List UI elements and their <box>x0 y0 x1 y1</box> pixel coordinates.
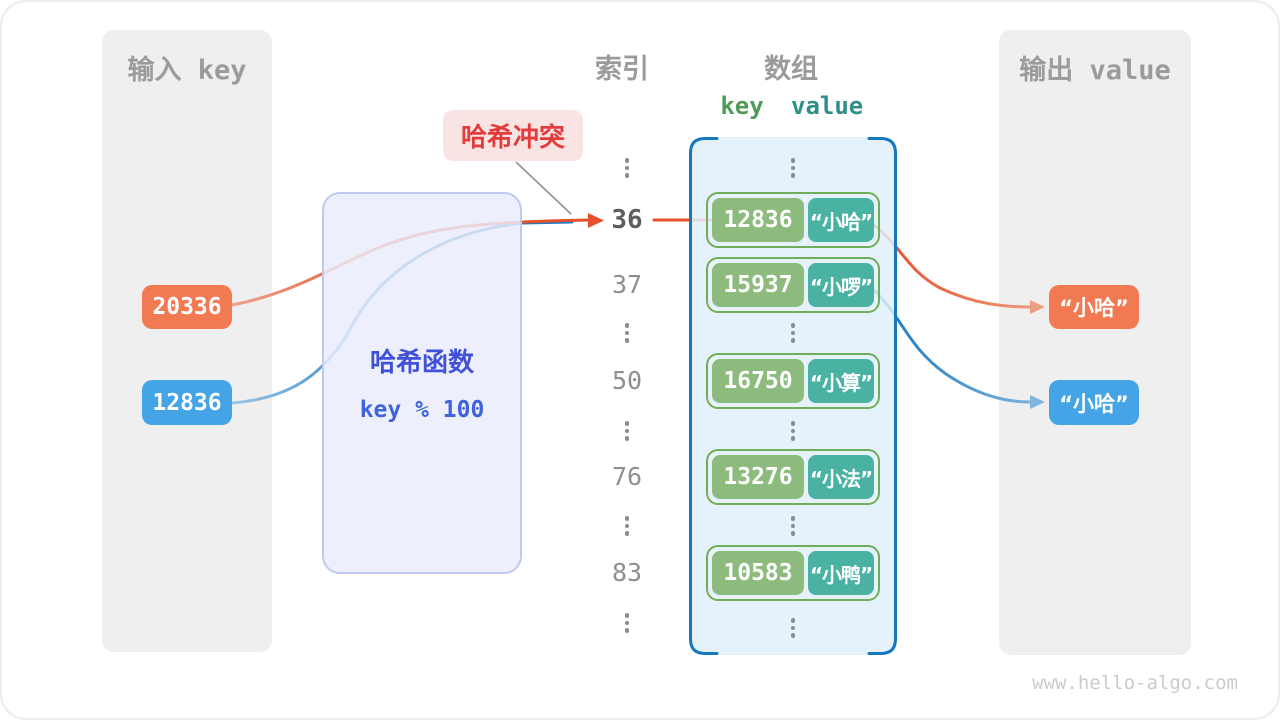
ellipsis-dots <box>790 158 796 178</box>
pair-value: “小鸭” <box>808 551 874 595</box>
ellipsis-dots <box>624 613 630 633</box>
output-panel-title: 输出 value <box>1019 55 1171 86</box>
index-column-title: 索引 <box>595 54 649 85</box>
value-header: value <box>791 92 864 120</box>
ellipsis-dots <box>624 421 630 441</box>
pair-value: “小算” <box>808 359 874 403</box>
output-panel: 输出 value <box>999 30 1191 655</box>
index-76: 76 <box>611 462 643 491</box>
index-37: 37 <box>611 270 643 299</box>
array-column-title: 数组 <box>764 54 818 85</box>
ellipsis-dots <box>790 421 796 441</box>
collision-badge: 哈希冲突 <box>443 110 584 161</box>
pair-key: 12836 <box>712 198 804 242</box>
pair-key: 10583 <box>712 551 804 595</box>
pair-value: “小法” <box>808 455 874 499</box>
input-panel: 输入 key <box>102 30 272 652</box>
collision-pointer-line <box>515 161 572 215</box>
pair-key: 15937 <box>712 263 804 307</box>
bucket-pair-76: 13276 “小法” <box>706 449 880 505</box>
input-key-box-blue: 12836 <box>142 380 232 425</box>
ellipsis-dots <box>790 516 796 536</box>
ellipsis-dots <box>624 516 630 536</box>
bucket-pair-36: 12836 “小哈” <box>706 192 880 248</box>
bucket-pair-83: 10583 “小鸭” <box>706 545 880 601</box>
input-panel-title: 输入 key <box>127 55 247 86</box>
key-header: key <box>720 92 764 120</box>
output-value-box-orange: “小哈” <box>1049 285 1139 329</box>
input-key-box-orange: 20336 <box>142 285 232 329</box>
pair-value: “小哈” <box>808 198 874 242</box>
bucket-pair-37: 15937 “小啰” <box>706 257 880 313</box>
index-36: 36 <box>611 205 643 235</box>
ellipsis-dots <box>790 618 796 638</box>
array-container: 12836 “小哈” 15937 “小啰” 16750 “小算” 13276 “… <box>689 137 897 655</box>
pair-value: “小啰” <box>808 263 874 307</box>
pair-key: 16750 <box>712 359 804 403</box>
ellipsis-dots <box>624 158 630 178</box>
index-50: 50 <box>611 366 643 395</box>
hash-function-formula: key % 100 <box>359 397 485 423</box>
hash-function-name: 哈希函数 <box>369 348 474 378</box>
output-value-box-blue: “小哈” <box>1049 380 1139 425</box>
hash-function-box: 哈希函数 key % 100 <box>322 192 522 574</box>
ellipsis-dots <box>790 323 796 343</box>
ellipsis-dots <box>624 323 630 343</box>
pair-key: 13276 <box>712 455 804 499</box>
site-watermark: www.hello-algo.com <box>1032 672 1238 694</box>
bucket-pair-50: 16750 “小算” <box>706 353 880 409</box>
index-83: 83 <box>611 558 643 587</box>
